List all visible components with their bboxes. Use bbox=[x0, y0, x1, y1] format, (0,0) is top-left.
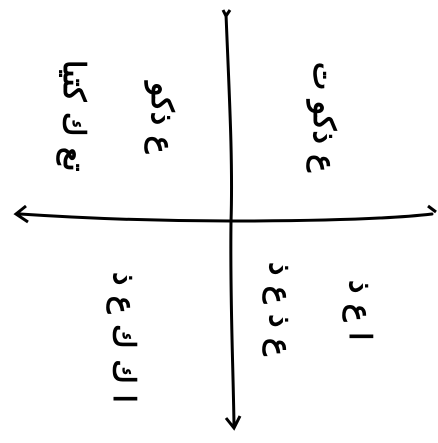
vertical-axis-top-mark bbox=[221, 9, 232, 19]
top-left-label-1: تع ك كتيا bbox=[56, 60, 91, 172]
bottom-left-label: ا ك ك ع ذ bbox=[106, 272, 141, 403]
top-right-label: ع ذكو ت bbox=[306, 62, 341, 173]
top-left-label-2: ع ذكو bbox=[144, 82, 179, 154]
vertical-axis-bottom-arrow bbox=[224, 415, 242, 431]
horizontal-axis bbox=[18, 212, 434, 223]
horizontal-axis-right-mark bbox=[427, 204, 437, 214]
horizontal-axis-left-arrow bbox=[13, 204, 29, 224]
bottom-right-label-2: ا ع ذ bbox=[342, 280, 377, 341]
bottom-right-label-1: ع ذ ع ذ bbox=[262, 262, 297, 356]
